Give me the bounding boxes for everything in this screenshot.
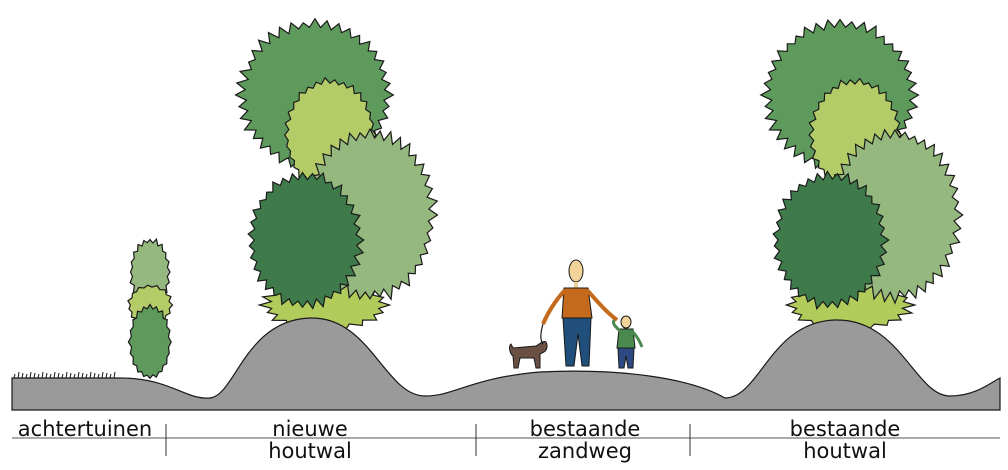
grass-blade [21, 372, 24, 379]
small-tree [127, 237, 174, 380]
child-head [620, 315, 632, 329]
label-nieuwe-text: nieuwe [272, 417, 348, 441]
grass-blade [93, 372, 96, 379]
grass-blade [65, 371, 68, 379]
label-achtertuinen-text: achtertuinen [17, 417, 153, 441]
label-zandweg-text: zandweg [538, 439, 632, 463]
grass-blade [113, 371, 116, 379]
canopy-dark-left [247, 171, 365, 310]
label-bestaande-houtwal: bestaande houtwal [765, 418, 925, 462]
child-arm-right [630, 329, 644, 348]
grass-blade [33, 372, 36, 379]
grass-blade [77, 371, 80, 379]
tree-group [234, 17, 439, 332]
grass-blade [41, 371, 44, 379]
grass-edge [13, 371, 116, 379]
child-walker [612, 315, 644, 369]
grass-blade [57, 372, 60, 379]
grass-blade [85, 373, 88, 379]
child-shirt [616, 328, 636, 349]
tree-group [759, 18, 964, 331]
label-houtwal-2-text: houtwal [803, 439, 887, 463]
trees-layer [127, 17, 964, 380]
child-pants [617, 347, 635, 369]
dog-leash [540, 323, 544, 345]
grass-blade [73, 373, 76, 379]
grass-blade [45, 372, 48, 379]
label-houtwal-1-text: houtwal [268, 439, 352, 463]
adult-shirt [561, 287, 593, 319]
dimension-ticks [165, 424, 691, 456]
grass-blade [29, 371, 32, 379]
grass-blade [97, 373, 100, 379]
grass-blade [13, 373, 16, 379]
grass-blade [17, 371, 20, 379]
grass-blade [89, 371, 92, 379]
grass-blade [37, 373, 40, 379]
label-nieuwe-houtwal: nieuwe houtwal [230, 418, 390, 462]
grass-blade [61, 373, 64, 379]
grass-blade [81, 372, 84, 379]
canopy-dark-left [772, 170, 890, 311]
small-tree-bottom [127, 303, 172, 380]
grass-blade [101, 371, 104, 379]
label-bestaande-2-text: bestaande [789, 417, 901, 441]
dog-body [509, 341, 548, 369]
label-achtertuinen: achtertuinen [10, 418, 160, 440]
adult-walker [541, 259, 619, 367]
child-arm-left [612, 319, 622, 333]
grass-blade [25, 373, 28, 379]
label-bestaande-zandweg: bestaande zandweg [505, 418, 665, 462]
grass-blade [109, 373, 112, 379]
adult-neck [574, 282, 578, 288]
grass-blade [53, 371, 56, 379]
grass-blade [49, 373, 52, 379]
adult-pants [562, 317, 592, 367]
adult-head [568, 259, 584, 283]
dog [509, 323, 548, 369]
grass-blade [69, 372, 72, 379]
adult-arm-right [585, 288, 619, 322]
grass-blade [105, 372, 108, 379]
label-bestaande-1-text: bestaande [529, 417, 641, 441]
ground-profile [11, 317, 1001, 411]
adult-arm-left [541, 288, 567, 325]
